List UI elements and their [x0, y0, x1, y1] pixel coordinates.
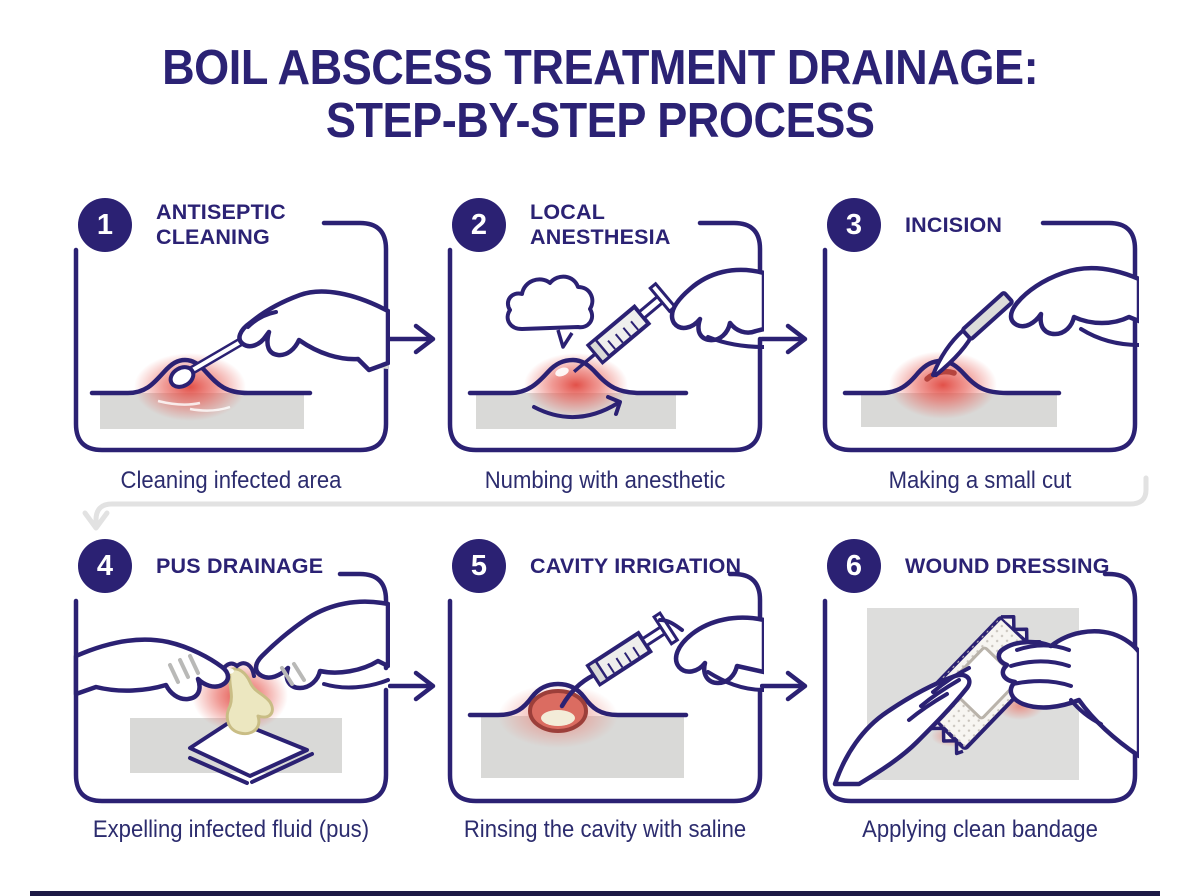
- arrow-step4-to-step5: [388, 670, 436, 702]
- step-cell-4: 4 PUS DRAINAGE Expelling infec: [72, 538, 390, 848]
- gauze-icon: [188, 718, 309, 778]
- step3-panel: [822, 220, 1139, 453]
- step4-title: PUS DRAINAGE: [156, 553, 324, 578]
- step4-number-badge: 4: [78, 539, 132, 593]
- step6-title: WOUND DRESSING: [905, 553, 1110, 578]
- arrow-step5-to-step6: [760, 670, 808, 702]
- step-number: 5: [470, 549, 488, 582]
- step-cell-3: 3 INCISION Making a small cut: [821, 197, 1139, 507]
- panel-frame: [73, 220, 389, 453]
- step-number: 4: [96, 549, 114, 582]
- hand-icon: [673, 615, 764, 686]
- panel-frame: [447, 571, 763, 804]
- page-title-line2: STEP-BY-STEP PROCESS: [325, 94, 875, 148]
- skin-line: [467, 681, 689, 718]
- step1-title: ANTISEPTIC CLEANING: [156, 200, 286, 249]
- step5-caption: Rinsing the cavity with saline: [463, 816, 747, 843]
- step1-panel: [73, 220, 390, 453]
- step6-caption: Applying clean bandage: [862, 816, 1098, 843]
- step1-number-badge: 1: [78, 198, 132, 252]
- skin-line: [467, 357, 689, 396]
- illustration-saline-irrigation: [467, 611, 764, 778]
- illustration-anesthetic-injection: [467, 267, 764, 429]
- step-cell-5: 5 CAVITY IRRIGATION: [446, 538, 764, 848]
- step6-panel: [822, 571, 1139, 804]
- pus-blob: [225, 667, 274, 736]
- right-hand-icon: [253, 599, 390, 691]
- step2-caption: Numbing with anesthetic: [484, 467, 726, 494]
- panel-frame: [822, 220, 1138, 453]
- step-number: 1: [96, 208, 114, 241]
- step5-title: CAVITY IRRIGATION: [530, 553, 742, 578]
- step2-panel: [447, 220, 764, 453]
- cavity-interior: [541, 710, 575, 726]
- step1-header: 1 ANTISEPTIC CLEANING: [78, 197, 286, 253]
- step5-number-badge: 5: [452, 539, 506, 593]
- step-cell-2: 2 LOCAL ANESTHESIA: [446, 197, 764, 507]
- step-cell-1: 1 ANTISEPTIC CLEANING Cleaning: [72, 197, 390, 507]
- step5-panel: [447, 571, 764, 804]
- step2-number-badge: 2: [452, 198, 506, 252]
- illustration-scalpel-incision: [842, 266, 1139, 427]
- step3-title: INCISION: [905, 212, 1003, 237]
- hand-icon: [1008, 266, 1139, 337]
- illustration-bandage-application: [832, 608, 1139, 787]
- step1-caption: Cleaning infected area: [120, 467, 342, 494]
- arrow-step2-to-step3: [760, 323, 808, 355]
- step4-caption: Expelling infected fluid (pus): [92, 816, 370, 843]
- step4-panel: [73, 571, 390, 804]
- step-number: 2: [470, 208, 488, 241]
- step6-number-badge: 6: [827, 539, 881, 593]
- page-title-line1: BOIL ABSCESS TREATMENT DRAINAGE:: [161, 41, 1039, 95]
- bottom-edge-line: [30, 891, 1160, 896]
- step-number: 6: [845, 549, 863, 582]
- panel-frame: [822, 571, 1138, 804]
- step3-number-badge: 3: [827, 198, 881, 252]
- skin-line: [89, 357, 313, 396]
- connector-arrowhead-icon: [82, 510, 110, 531]
- step-cell-6: 6 WOUND DRESSING: [821, 538, 1139, 848]
- syringe-icon: [585, 611, 680, 687]
- step3-caption: Making a small cut: [888, 467, 1072, 494]
- arrow-step1-to-step2: [388, 323, 436, 355]
- panel-frame: [447, 220, 763, 453]
- nozzle: [559, 672, 597, 709]
- panel-frame: [73, 571, 389, 804]
- cloud-icon: [505, 274, 595, 331]
- step6-header: 6 WOUND DRESSING: [827, 538, 1110, 594]
- step4-header: 4 PUS DRAINAGE: [78, 538, 323, 594]
- step3-header: 3 INCISION: [827, 197, 1002, 253]
- hand-icon: [237, 289, 390, 373]
- cotton-tip: [168, 365, 196, 389]
- illustration-cotton-swab-cleaning: [89, 289, 390, 429]
- page-title: BOIL ABSCESS TREATMENT DRAINAGE: STEP-BY…: [0, 42, 1200, 148]
- illustration-squeezing-pus-onto-gauze: [73, 599, 390, 785]
- scalpel-icon: [931, 291, 1014, 378]
- step-number: 3: [845, 208, 863, 241]
- gauze-layer: [188, 752, 314, 785]
- hand-icon: [669, 267, 764, 343]
- boil-glow: [889, 351, 997, 419]
- step5-header: 5 CAVITY IRRIGATION: [452, 538, 741, 594]
- boil-glow: [134, 353, 246, 421]
- step2-title: LOCAL ANESTHESIA: [530, 200, 671, 249]
- motion-arrow-icon: [532, 401, 620, 419]
- step2-header: 2 LOCAL ANESTHESIA: [452, 197, 671, 253]
